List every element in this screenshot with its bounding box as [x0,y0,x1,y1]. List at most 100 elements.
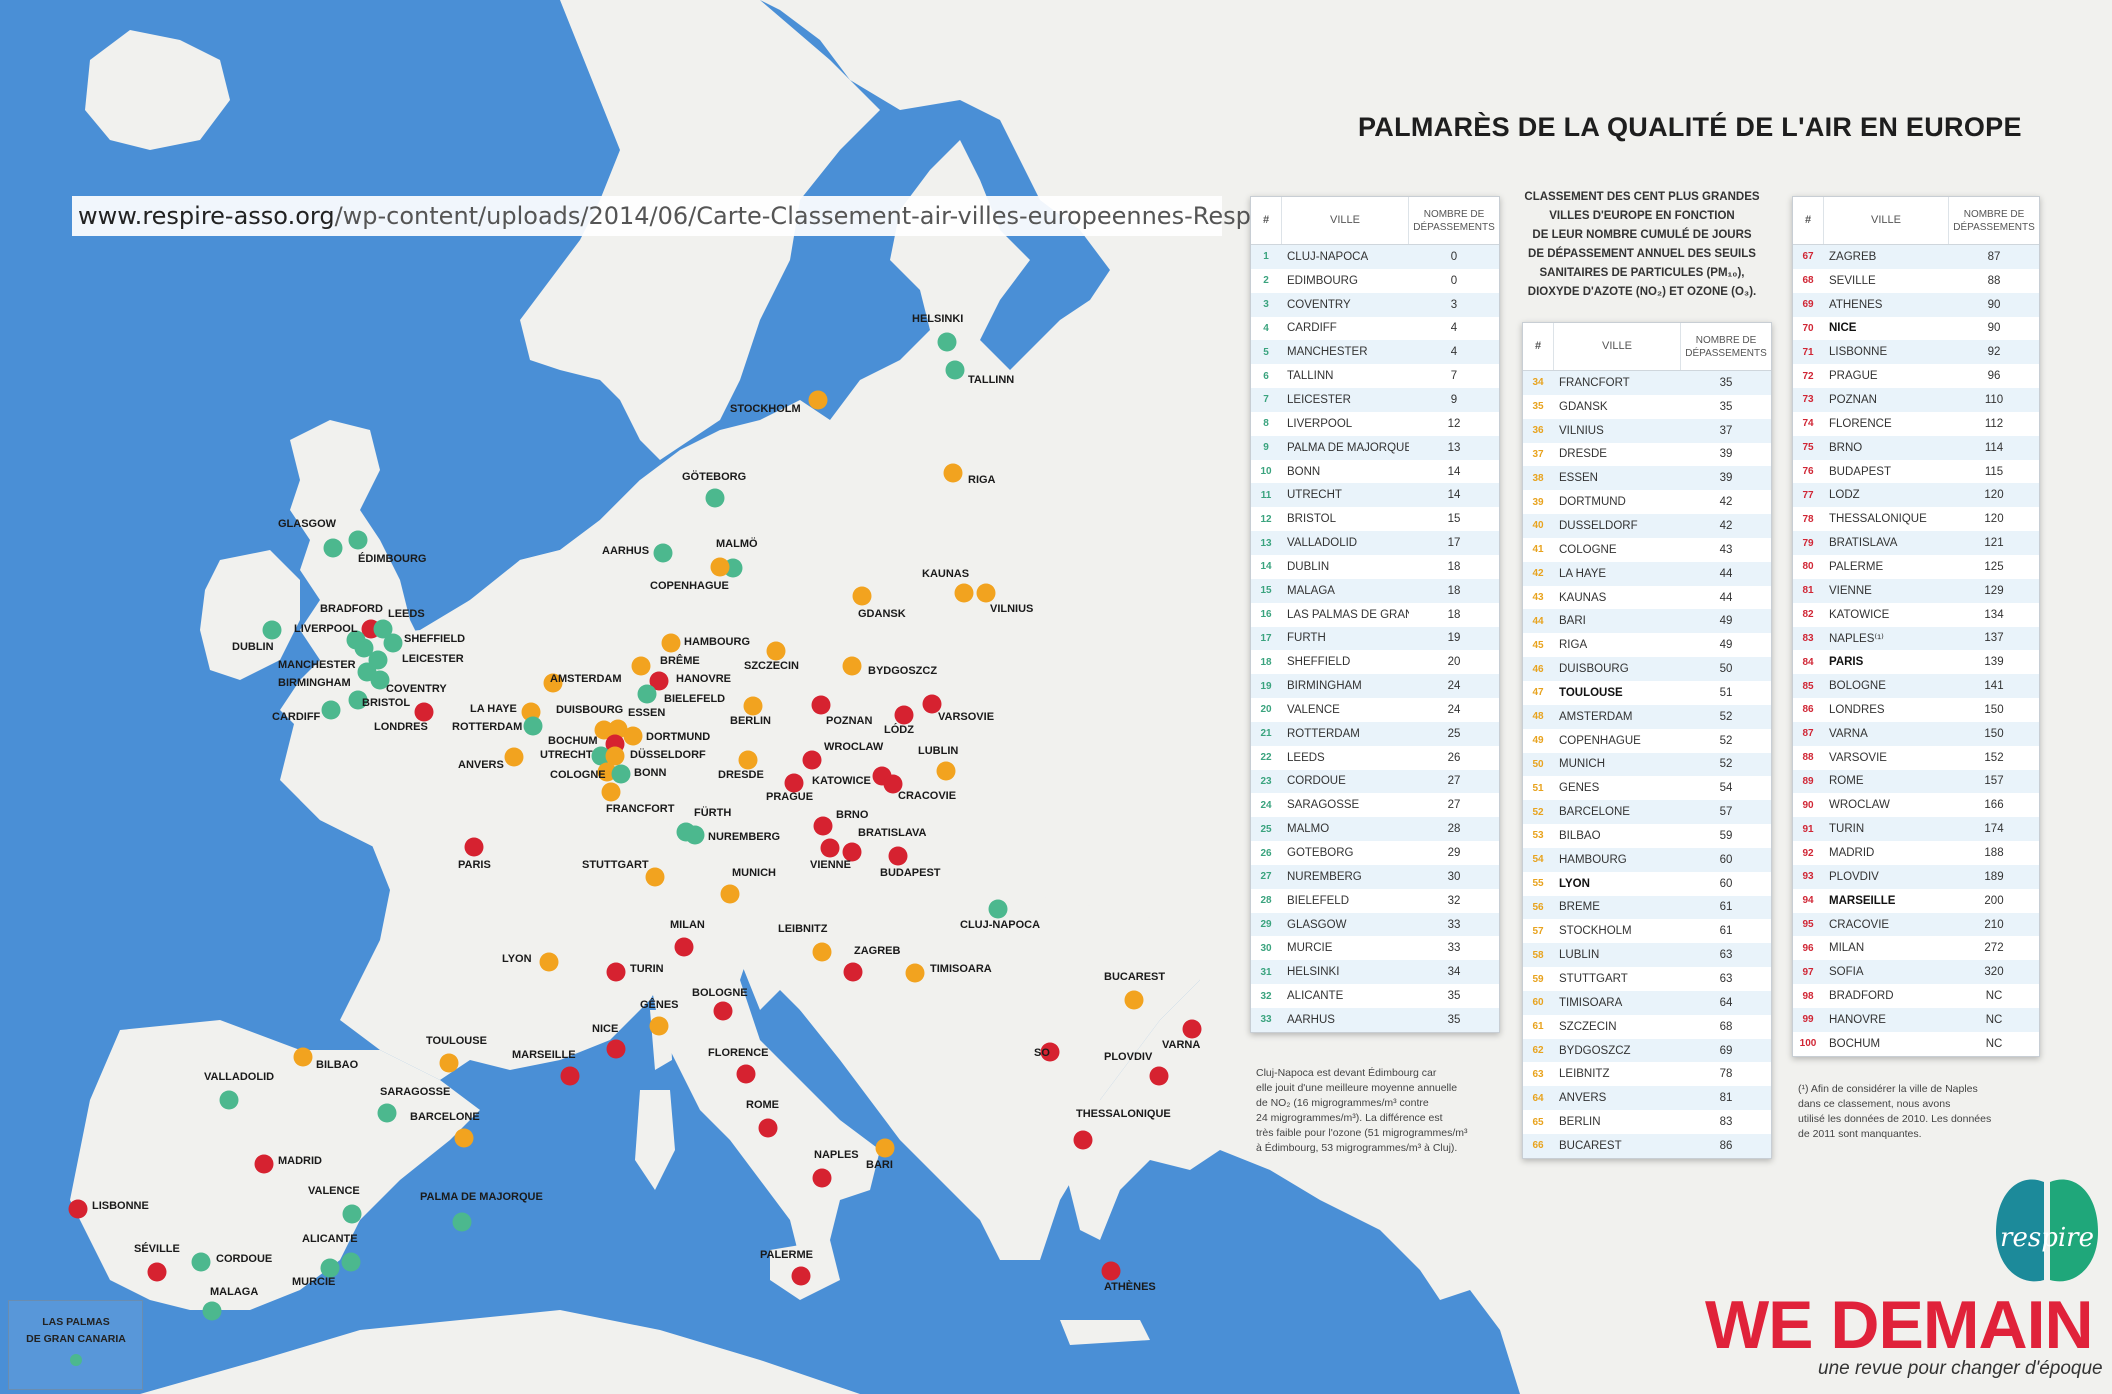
city-marker [842,656,862,676]
row-rank: 32 [1260,990,1272,1002]
row-city: UTRECHT [1287,489,1342,502]
row-city: GLASGOW [1287,918,1347,931]
row-city: DORTMUND [1559,496,1626,509]
row-city: BRADFORD [1829,990,1894,1003]
city-label: LEICESTER [402,653,464,665]
city-marker [439,1053,459,1073]
logo-lungs-left [1996,1179,2044,1282]
col-rank: # [1262,214,1270,226]
city-label: LÓDZ [884,723,914,736]
row-city: SHEFFIELD [1287,656,1351,669]
row-city: HAMBOURG [1559,853,1627,866]
row-value: 189 [1984,870,2004,883]
city-label: NUREMBERG [708,831,780,843]
city-label: COVENTRY [386,683,447,695]
city-marker [341,1252,361,1272]
city-label: ZAGREB [854,945,901,957]
row-value: 60 [1719,877,1733,890]
row-value: 3 [1450,298,1458,311]
row-rank: 76 [1802,466,1814,478]
intro-line: SANITAIRES DE PARTICULES (PM₁₀), [1539,267,1745,279]
city-marker [631,656,651,676]
row-city: VALENCE [1287,703,1340,716]
row-value: 63 [1719,973,1733,986]
row-city: MADRID [1829,847,1875,860]
city-label: FRANCFORT [606,803,675,815]
city-marker [601,782,621,802]
city-label: MALMÖ [716,537,758,550]
city-marker [685,825,705,845]
city-label: BRATISLAVA [858,827,926,839]
row-rank: 14 [1260,561,1272,573]
row-rank: 72 [1802,370,1814,382]
row-city: ATHÈNES [1829,298,1883,311]
row-value: 86 [1719,1139,1733,1152]
city-label: DÜSSELDORF [630,748,706,761]
row-city: BIRMINGHAM [1287,680,1362,693]
row-rank: 94 [1802,895,1814,907]
intro-text: CLASSEMENT DES CENT PLUS GRANDES VILLES … [1512,188,1772,302]
row-value: 35 [1447,1013,1461,1026]
row-city: THESSALONIQUE [1829,513,1927,526]
row-city: MARSEILLE [1829,894,1896,907]
row-rank: 78 [1802,513,1814,525]
city-label: LISBONNE [92,1200,149,1212]
col-city: VILLE [1823,197,1949,244]
city-marker [597,762,617,782]
city-label: MADRID [278,1155,322,1167]
row-rank: 39 [1532,496,1544,508]
row-city: VARSOVIE [1829,751,1887,764]
row-city: HELSINKI [1287,966,1340,979]
row-rank: 26 [1260,847,1272,859]
city-label: BONN [634,767,666,779]
row-value: 29 [1447,847,1461,860]
row-value: 20 [1447,656,1461,669]
row-city: BONN [1287,465,1321,478]
city-label: BARI [866,1159,893,1171]
row-city: KAUNAS [1559,591,1607,604]
row-city: ZAGREB [1829,250,1877,263]
col-rank: # [1804,214,1812,226]
row-value: 272 [1984,942,2004,955]
city-label: PRAGUE [766,791,813,803]
col-rank: # [1534,340,1542,352]
row-rank: 23 [1260,775,1272,787]
row-city: MALAGA [1287,584,1335,597]
city-label: COLOGNE [550,769,606,781]
row-city: LUBLIN [1559,949,1600,962]
city-marker [323,538,343,558]
row-city: DRESDE [1559,448,1607,461]
row-city: SARAGOSSE [1287,799,1360,812]
city-marker [738,750,758,770]
city-label: MUNICH [732,867,776,879]
row-rank: 3 [1263,299,1269,311]
row-value: 12 [1447,417,1461,430]
city-marker [758,1118,778,1138]
city-label: PARIS [458,859,491,871]
row-rank: 86 [1802,704,1814,716]
city-marker [370,670,390,690]
city-marker [348,690,368,710]
source-url[interactable]: www.respire-asso.org/wp-content/uploads/… [72,196,1396,236]
row-rank: 81 [1802,585,1814,597]
city-label: VARSOVIE [938,711,994,723]
city-label: LEEDS [388,608,425,620]
row-rank: 20 [1260,704,1272,716]
